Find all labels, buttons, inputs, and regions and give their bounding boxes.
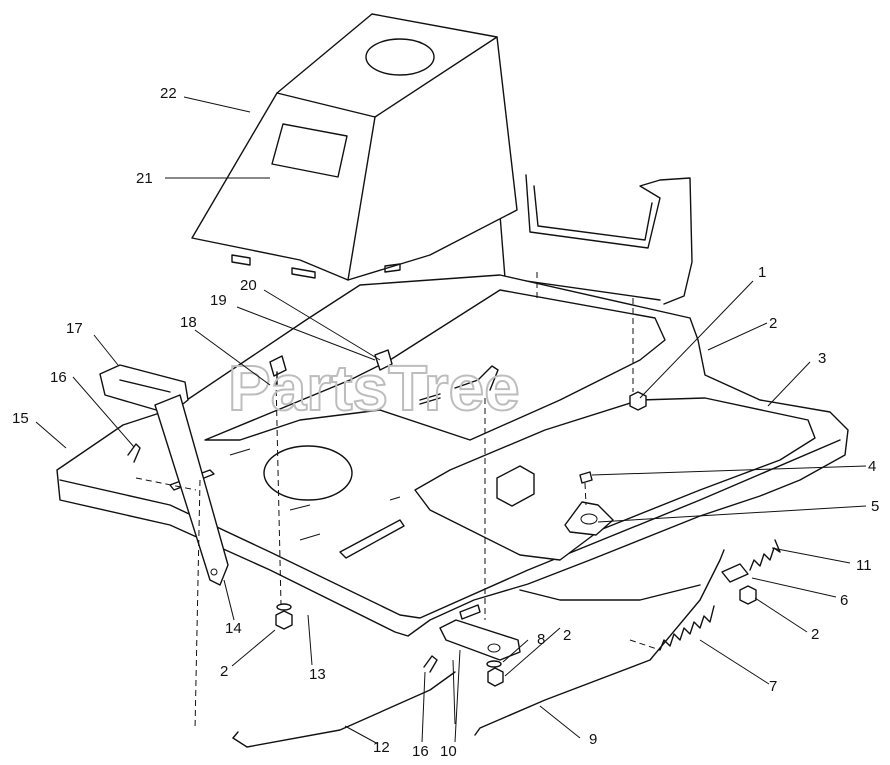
callout-4: 4 xyxy=(868,458,876,475)
callout-2-left: 2 xyxy=(220,663,228,680)
callout-10: 10 xyxy=(440,743,457,760)
callout-19: 19 xyxy=(210,292,227,309)
callout-14: 14 xyxy=(225,620,242,637)
callout-9: 9 xyxy=(589,731,597,748)
callout-3: 3 xyxy=(818,350,826,367)
callout-18: 18 xyxy=(180,314,197,331)
callout-22: 22 xyxy=(160,85,177,102)
callout-8: 8 xyxy=(537,631,545,648)
callout-17: 17 xyxy=(66,320,83,337)
callout-labels: 22 21 20 19 18 17 16 15 14 13 2 12 16 10… xyxy=(12,85,879,760)
callout-5: 5 xyxy=(871,498,879,515)
callout-16-bottom: 16 xyxy=(412,743,429,760)
watermark: PartsTree xyxy=(228,352,520,424)
callout-2-top: 2 xyxy=(769,315,777,332)
callout-2-mid: 2 xyxy=(563,627,571,644)
callout-21: 21 xyxy=(136,170,153,187)
shift-lever xyxy=(99,364,229,586)
callout-13: 13 xyxy=(309,666,326,683)
callout-2-right: 2 xyxy=(811,626,819,643)
callout-7: 7 xyxy=(769,678,777,695)
fender-deck xyxy=(56,274,849,637)
assembly-lines xyxy=(135,272,661,731)
callout-6: 6 xyxy=(840,592,848,609)
callout-12: 12 xyxy=(373,739,390,756)
linkage xyxy=(127,349,781,748)
callout-15: 15 xyxy=(12,410,29,427)
callout-1: 1 xyxy=(758,264,766,281)
callout-16-top: 16 xyxy=(50,369,67,386)
callout-11: 11 xyxy=(856,557,872,574)
callout-20: 20 xyxy=(240,277,257,294)
leader-lines xyxy=(35,96,867,745)
seat-cover xyxy=(191,13,518,281)
